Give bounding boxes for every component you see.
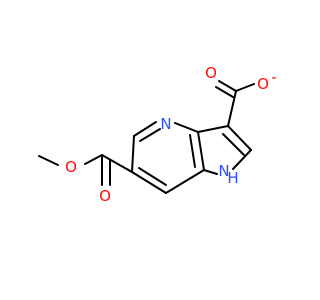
atom-h-pyrrole: H: [227, 169, 238, 187]
bond-carboxyl-c-to-o-minus: [235, 83, 255, 92]
bond-c3-c2-double: [222, 133, 245, 156]
atom-o-ester-ether: O: [65, 158, 77, 176]
bond-c6-ester-c: [101, 154, 133, 173]
bond-carboxyl-c-to-o-top: [218, 80, 237, 92]
bonds: [38, 80, 255, 194]
charge-minus: -: [271, 68, 276, 86]
molecule-structure: O O - N N H O O: [38, 64, 277, 205]
bond-carboxyl-c-to-o-top-double: [215, 86, 234, 98]
atom-o-ester-carbonyl: O: [99, 187, 111, 205]
bond-c6-c7: [131, 171, 167, 194]
bond-carboxyl-c-to-ring: [227, 90, 237, 127]
bond-c3a-c3: [197, 125, 229, 133]
atom-n-pyridine: N: [160, 115, 171, 133]
bond-c3a-n4: [174, 122, 199, 133]
bond-o-ether-to-methyl: [38, 155, 59, 166]
atom-o-carboxylate-minus: O: [257, 75, 269, 93]
bond-n4-c5-double: [139, 128, 161, 142]
bond-c6-c7-double: [138, 167, 167, 186]
bond-c3a-c7a-double: [189, 134, 196, 168]
bond-c3a-c7a: [197, 131, 205, 171]
bond-n1-c7a: [203, 169, 218, 175]
bond-c5-c6: [131, 135, 135, 173]
bond-ester-c-to-o-ether: [84, 154, 103, 165]
bond-c3-c2: [227, 125, 252, 151]
bond-n4-c5: [133, 121, 157, 137]
atom-labels: O O - N N H O O: [65, 64, 277, 205]
bond-c2-n1: [232, 149, 252, 170]
atom-o-carboxylate-top: O: [205, 64, 217, 82]
bond-c7-c7a: [165, 169, 205, 194]
atom-n-pyrrole: N: [218, 162, 229, 180]
